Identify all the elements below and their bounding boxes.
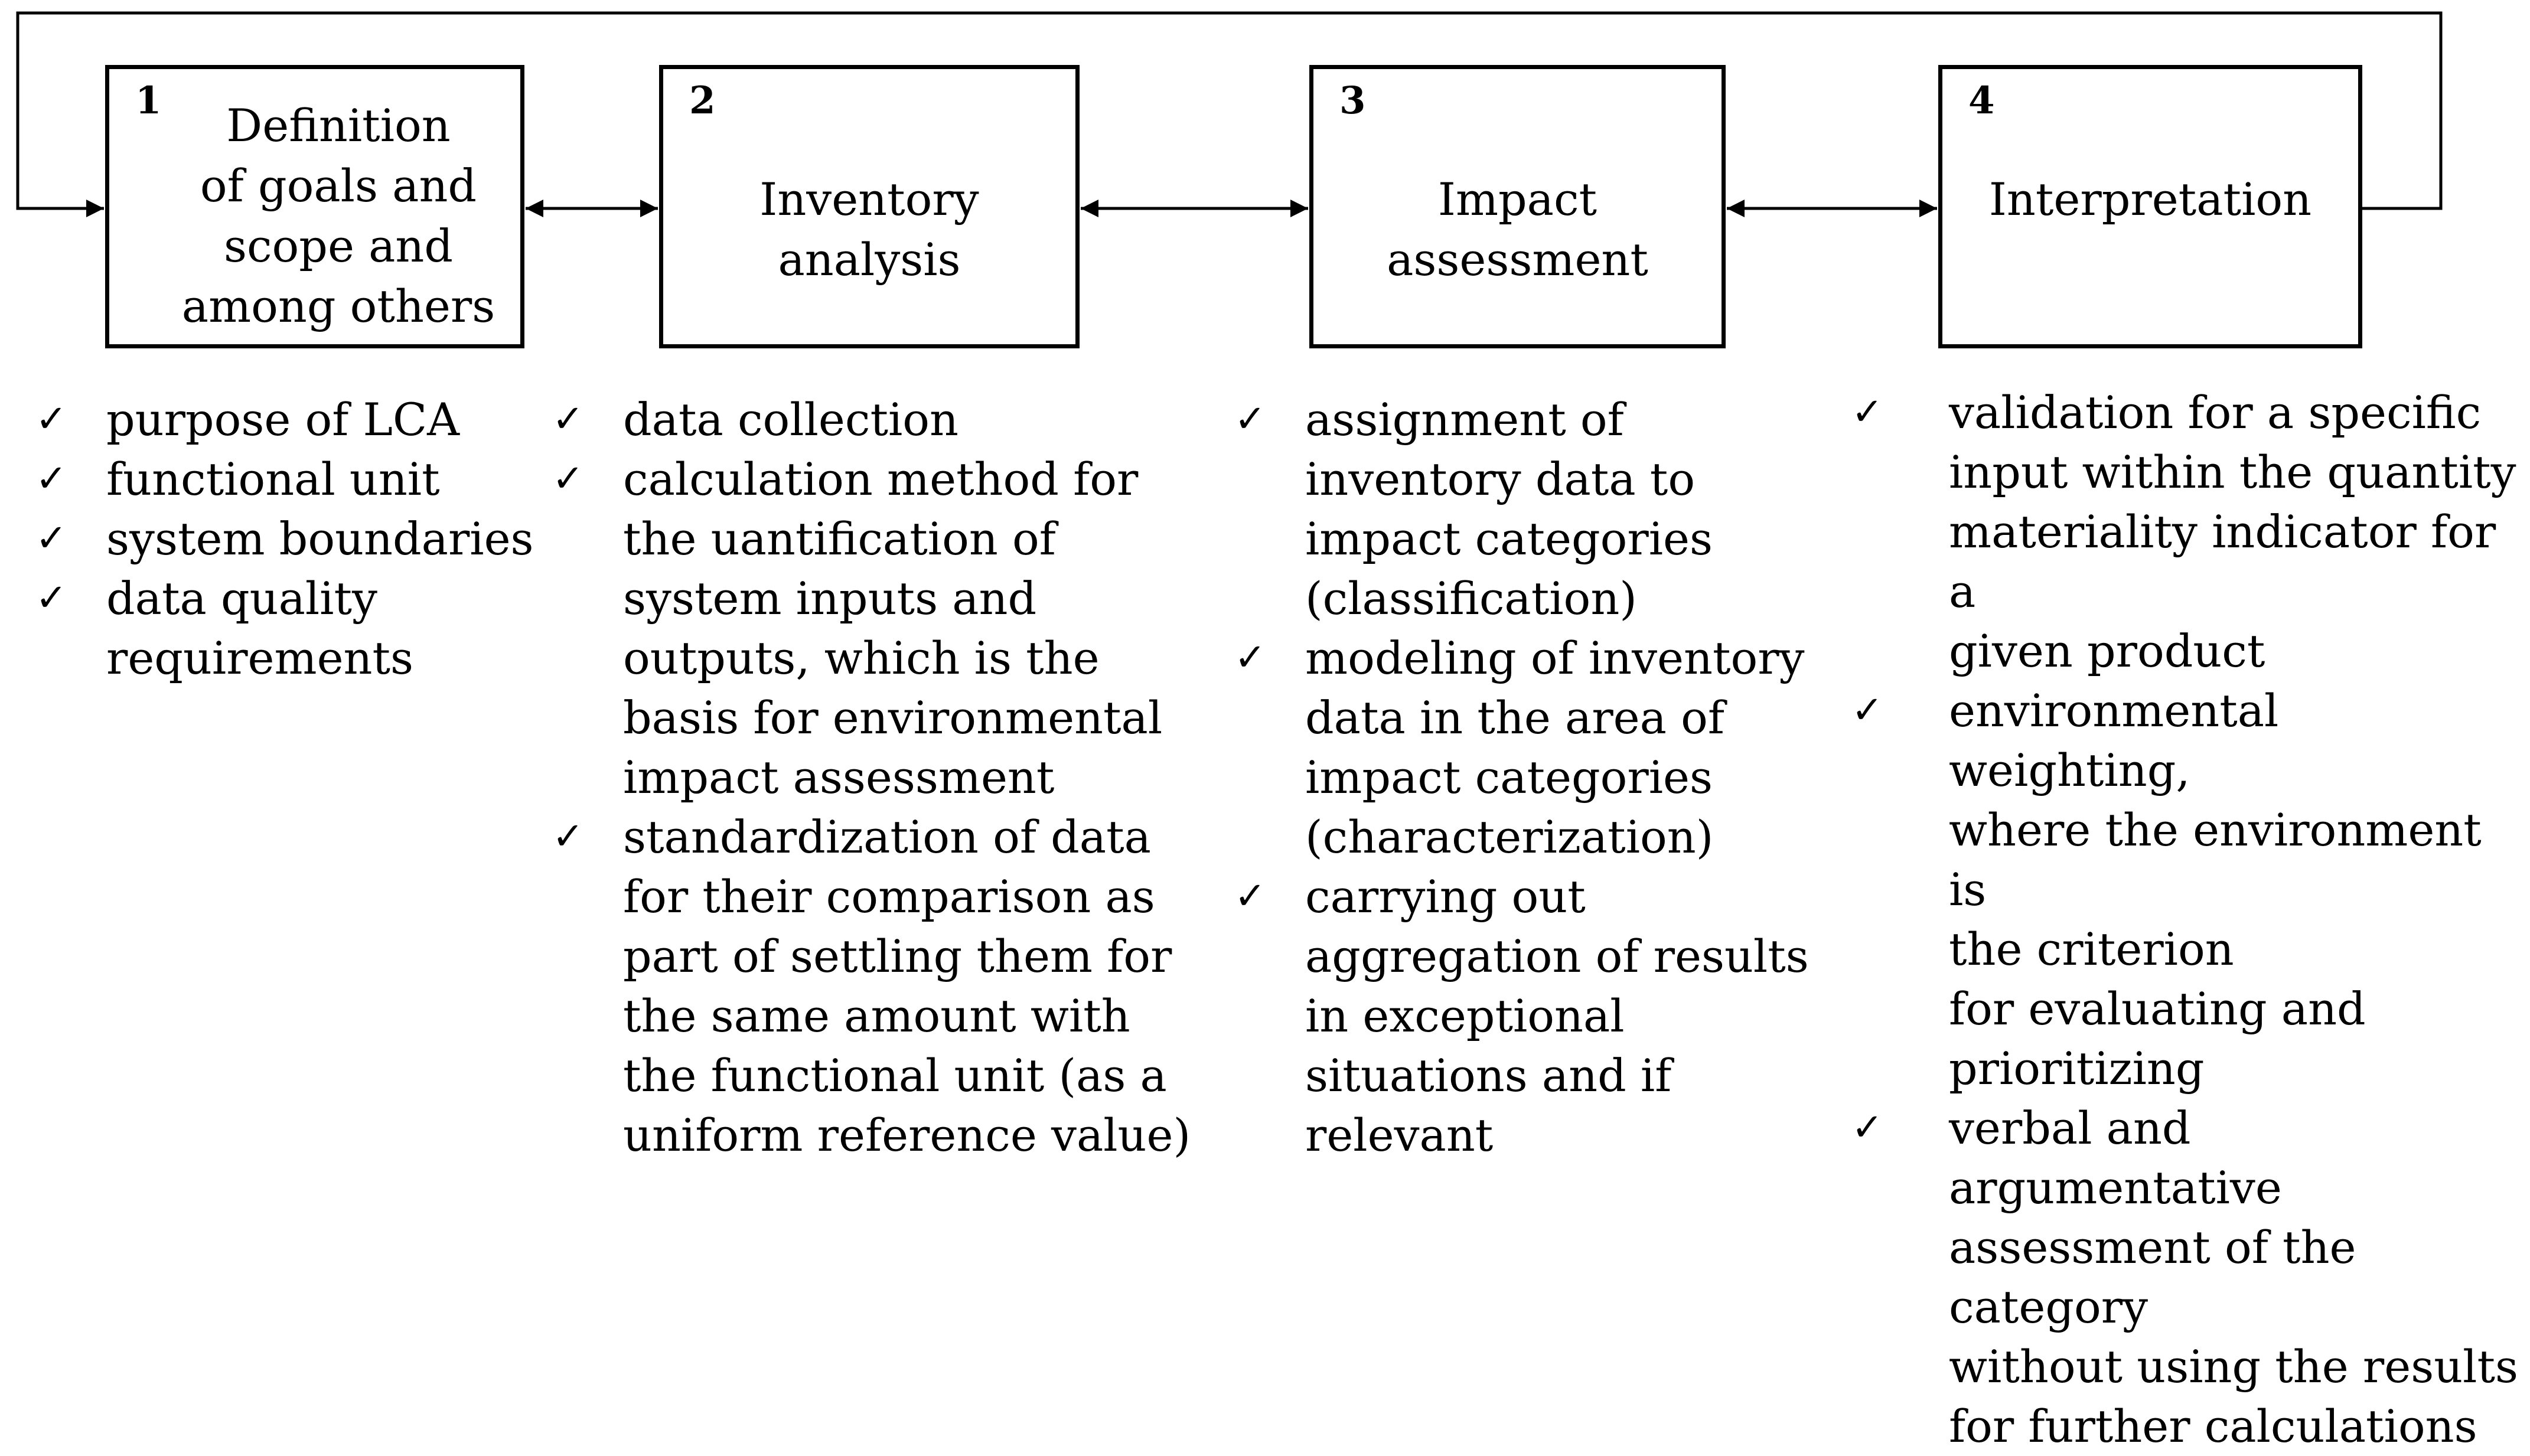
list-item-text: standardization of data for their compar… [623,811,1191,1161]
checkmark-icon: ✓ [1851,1106,1883,1150]
lca-diagram-connectors [16,11,2443,217]
checkmark-icon: ✓ [35,397,67,441]
list-item-text: system boundaries [106,512,534,565]
list-item: ✓ carrying out aggregation of results in … [1234,867,1890,1165]
list-item: ✓ functional unit [35,449,537,509]
list-item-text: verbal and argumentative assessment of t… [1949,1102,2518,1452]
step-title: Inventory analysis [759,173,979,286]
feedback-loop-arrow [16,11,2443,217]
list-item-text: environmental weighting, where the envir… [1949,684,2482,1095]
list-item: ✓ validation for a specific input within … [1851,383,2528,681]
list-item: ✓ environmental weighting, where the envi… [1851,681,2528,1098]
step-box-inventory: 2 Inventory analysis [659,65,1080,348]
step-number: 2 [689,79,716,123]
list-item-text: carrying out aggregation of results in e… [1305,870,1809,1161]
list-item: ✓ data quality requirements [35,569,537,688]
step-number: 1 [135,79,162,123]
impact-checklist: ✓ assignment of inventory data to impact … [1234,390,1890,1165]
list-item-text: calculation method for the uantification… [623,453,1163,804]
checkmark-icon: ✓ [1851,688,1883,732]
list-item: ✓ assignment of inventory data to impact … [1234,390,1890,628]
list-item: ✓ calculation method for the uantificatio… [552,449,1220,807]
checkmark-icon: ✓ [552,397,584,441]
list-item: ✓ verbal and argumentative assessment of … [1851,1098,2528,1456]
inventory-checklist: ✓ data collection ✓ calculation method for… [552,390,1220,1165]
interpretation-checklist: ✓ validation for a specific input within … [1851,383,2528,1456]
list-item-text: data collection [623,393,958,446]
checkmark-icon: ✓ [35,576,67,620]
list-item-text: functional unit [106,453,440,505]
step-title: Interpretation [1988,173,2312,226]
step-box-impact: 3 Impact assessment [1309,65,1726,348]
list-item: ✓ data collection [552,390,1220,449]
step-number: 4 [1968,79,1995,123]
checkmark-icon: ✓ [1234,636,1266,680]
checkmark-icon: ✓ [35,517,67,560]
checkmark-icon: ✓ [552,457,584,501]
step-number: 3 [1339,79,1366,123]
list-item-text: data quality requirements [106,572,414,684]
step-box-interpretation: 4 Interpretation [1938,65,2362,348]
step-title: Definition of goals and scope and among … [181,99,495,332]
list-item-text: purpose of LCA [106,393,460,446]
list-item: ✓ system boundaries [35,509,537,569]
checkmark-icon: ✓ [1851,390,1883,434]
checkmark-icon: ✓ [1234,397,1266,441]
checkmark-icon: ✓ [552,815,584,858]
list-item-text: modeling of inventory data in the area o… [1305,632,1805,863]
checkmark-icon: ✓ [1234,874,1266,918]
list-item-text: validation for a specific input within t… [1949,386,2516,677]
list-item: ✓ modeling of inventory data in the area … [1234,628,1890,867]
definition-checklist: ✓ purpose of LCA ✓ functional unit ✓ system… [35,390,537,688]
step-title: Impact assessment [1387,173,1648,286]
list-item: ✓ standardization of data for their compa… [552,807,1220,1165]
step-box-definition: 1 Definition of goals and scope and amon… [105,65,524,348]
checkmark-icon: ✓ [35,457,67,501]
list-item: ✓ purpose of LCA [35,390,537,449]
list-item-text: assignment of inventory data to impact c… [1305,393,1713,625]
